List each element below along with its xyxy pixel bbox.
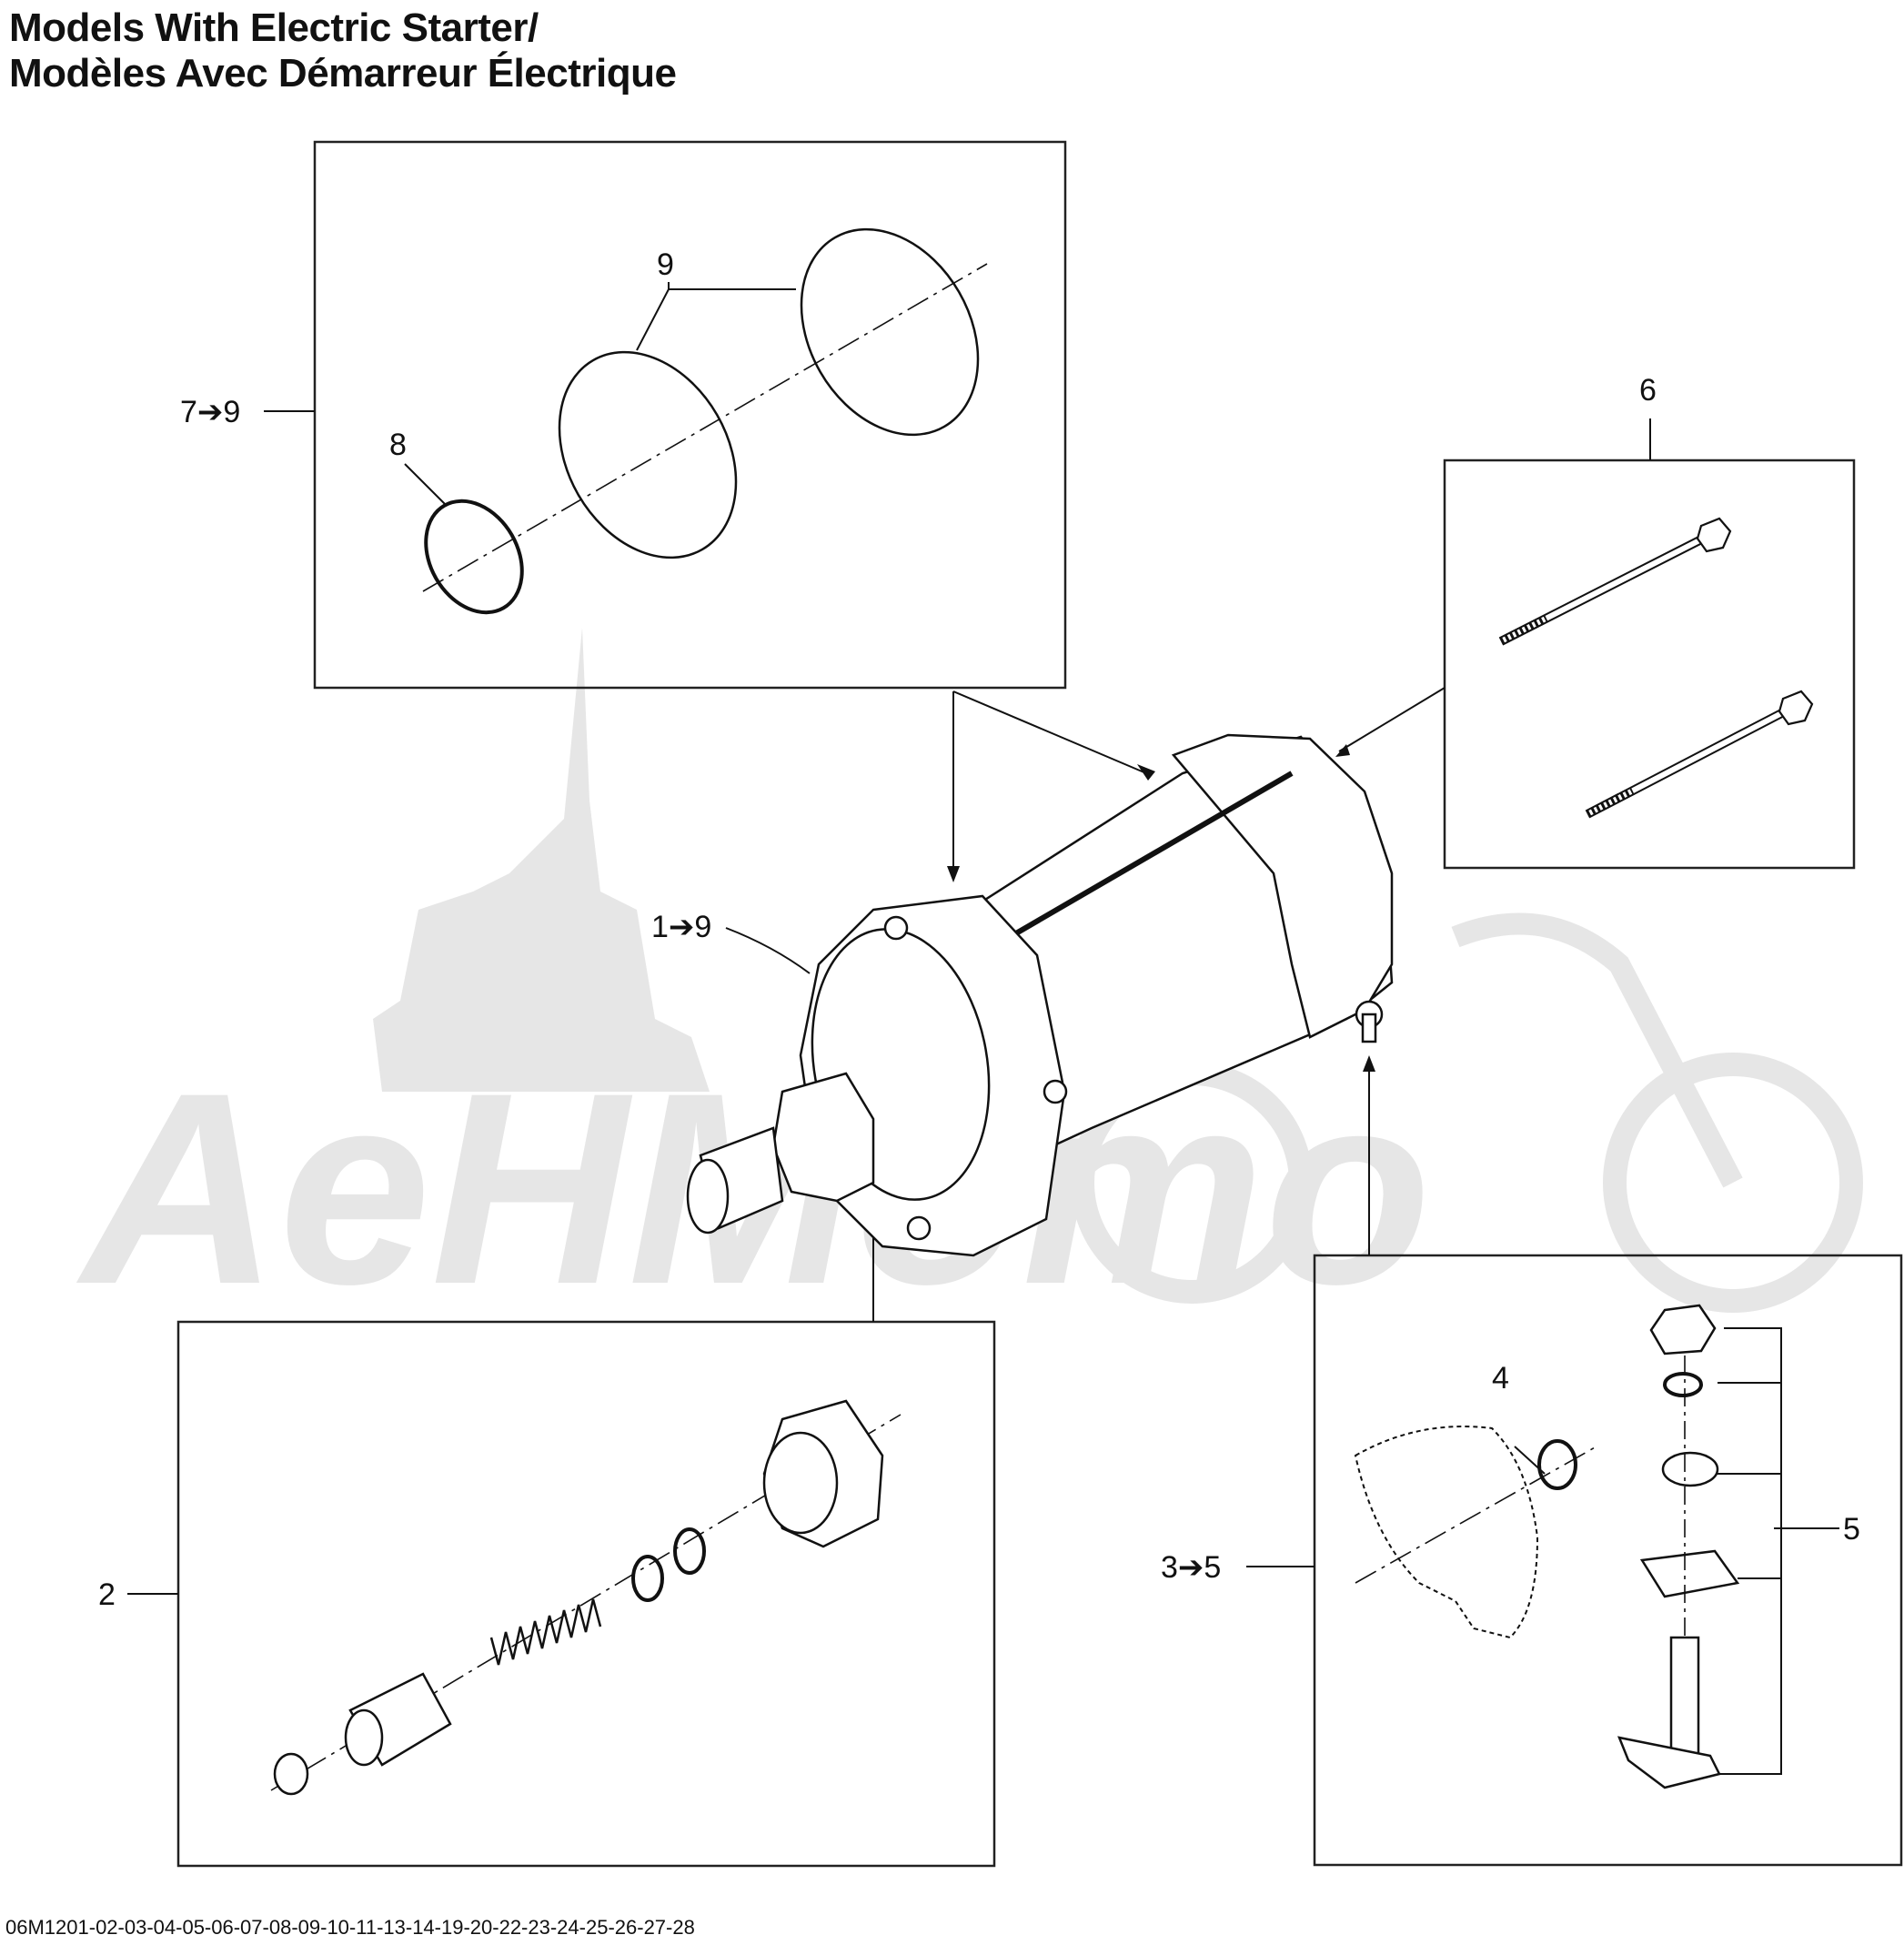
flange-hole-right bbox=[1043, 1079, 1068, 1104]
leader-lines bbox=[127, 282, 1839, 1775]
frame-screws bbox=[1443, 459, 1856, 870]
frame-terminal-kit bbox=[1313, 1254, 1903, 1867]
callout-1-9: 1➔9 bbox=[651, 910, 711, 944]
starter-terminal-post bbox=[1361, 1013, 1377, 1043]
oring-small-8 bbox=[424, 499, 524, 615]
watermark-bike-frame bbox=[1451, 912, 1743, 1188]
title-line-french: Modèles Avec Démarreur Électrique bbox=[9, 51, 677, 96]
starter-through-bolt bbox=[1008, 771, 1294, 940]
drive-kit-parts bbox=[270, 1399, 902, 1796]
callout-7-9: 7➔9 bbox=[180, 395, 240, 429]
frame-seal-kit bbox=[313, 140, 1067, 690]
callout-2: 2 bbox=[98, 1577, 116, 1612]
washer-4 bbox=[1537, 1439, 1577, 1490]
starter-pinion-gear bbox=[771, 1072, 875, 1203]
screw-lower bbox=[1585, 690, 1814, 819]
callout-3-5: 3➔5 bbox=[1161, 1550, 1221, 1585]
watermark-cathedral-silhouette bbox=[373, 628, 710, 1092]
drive-sleeve-end bbox=[344, 1708, 384, 1767]
seal-axis-line bbox=[422, 263, 988, 592]
diagram-reference-code: 06M1201-02-03-04-05-06-07-08-09-10-11-13… bbox=[5, 1916, 695, 1939]
drive-washer-b bbox=[673, 1527, 706, 1575]
terminal-insulator bbox=[1661, 1451, 1719, 1487]
flange-hole-top bbox=[883, 915, 909, 941]
terminal-nut bbox=[1649, 1304, 1717, 1355]
callout-6: 6 bbox=[1639, 373, 1657, 408]
terminal-bracket bbox=[1639, 1549, 1740, 1598]
terminal-stud bbox=[1669, 1636, 1700, 1758]
callout-5: 5 bbox=[1843, 1512, 1860, 1547]
terminal-kit-parts bbox=[1354, 1304, 1740, 1789]
drive-spring bbox=[489, 1598, 602, 1666]
oring-large-9-back bbox=[800, 227, 980, 437]
seal-kit-parts bbox=[422, 227, 988, 615]
starter-shaft-end bbox=[686, 1158, 730, 1235]
end-plate-phantom bbox=[1354, 1426, 1539, 1639]
callout-9: 9 bbox=[657, 247, 674, 282]
screw-upper bbox=[1498, 517, 1732, 646]
title-line-english: Models With Electric Starter/ bbox=[9, 5, 539, 50]
drive-retaining-ring bbox=[273, 1752, 309, 1796]
terminal-lock-washer bbox=[1663, 1372, 1703, 1397]
starter-motor bbox=[686, 733, 1394, 1257]
callout-4: 4 bbox=[1492, 1361, 1509, 1396]
oring-large-9-front bbox=[558, 350, 738, 559]
screw-parts bbox=[1498, 517, 1814, 819]
watermark-wheel-right bbox=[1603, 1053, 1863, 1313]
terminal-lug bbox=[1617, 1736, 1721, 1789]
flange-hole-bottom bbox=[906, 1215, 932, 1241]
end-plate-axis bbox=[1355, 1446, 1597, 1584]
callout-8: 8 bbox=[389, 428, 407, 462]
callout-labels: 7➔9 8 9 6 1➔9 2 3➔5 4 5 bbox=[98, 247, 1860, 1612]
drive-washer-a bbox=[631, 1555, 664, 1602]
drive-pinion-face bbox=[762, 1431, 839, 1535]
page-title: Models With Electric Starter/ Modèles Av… bbox=[9, 5, 677, 96]
